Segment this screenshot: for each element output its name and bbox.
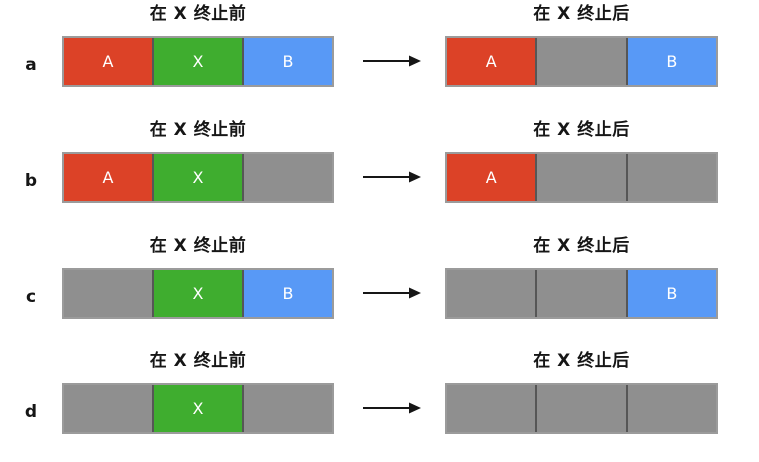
memory-bar-after-b: A — [445, 152, 718, 203]
memory-segment — [447, 385, 536, 432]
memory-segment-label: X — [192, 398, 204, 418]
transition-arrow-icon — [363, 402, 421, 414]
memory-segment — [625, 385, 716, 432]
memory-segment — [535, 270, 626, 317]
panel-title-before-b: 在 X 终止前 — [149, 120, 247, 140]
memory-segment — [242, 154, 332, 201]
memory-segment-label: A — [102, 51, 114, 71]
panel-title-before-a: 在 X 终止前 — [149, 4, 247, 24]
memory-segment — [535, 38, 626, 85]
memory-bar-before-a: A X B — [62, 36, 334, 87]
transition-arrow-icon — [363, 171, 421, 183]
memory-segment — [64, 270, 152, 317]
memory-segment — [535, 154, 626, 201]
panel-title-after-d: 在 X 终止后 — [533, 351, 630, 371]
memory-segment — [447, 270, 536, 317]
diagram-row-c: c 在 X 终止前 在 X 终止后 X B B — [0, 232, 759, 347]
panel-title-before-d: 在 X 终止前 — [149, 351, 247, 371]
panel-title-before-c: 在 X 终止前 — [149, 236, 247, 256]
memory-segment: B — [625, 38, 716, 85]
diagram-row-b: b 在 X 终止前 在 X 终止后 A X A — [0, 116, 759, 231]
memory-segment-label: X — [192, 283, 204, 303]
memory-segment: A — [64, 154, 152, 201]
memory-segment-label: X — [192, 167, 204, 187]
memory-bar-before-c: X B — [62, 268, 334, 319]
memory-segment-label: A — [485, 167, 497, 187]
memory-segment — [625, 154, 716, 201]
memory-bar-before-d: X — [62, 383, 334, 434]
panel-title-after-c: 在 X 终止后 — [533, 236, 630, 256]
diagram-row-a: a 在 X 终止前 在 X 终止后 A X B A B — [0, 0, 759, 115]
memory-segment: A — [447, 38, 536, 85]
memory-bar-after-c: B — [445, 268, 718, 319]
memory-segment — [64, 385, 152, 432]
transition-arrow-icon — [363, 55, 421, 67]
row-label-b: b — [24, 171, 38, 191]
memory-segment: X — [152, 38, 242, 85]
memory-segment: X — [152, 154, 242, 201]
memory-segment-label: A — [485, 51, 497, 71]
memory-segment: A — [64, 38, 152, 85]
memory-segment: A — [447, 154, 536, 201]
memory-bar-before-b: A X — [62, 152, 334, 203]
memory-bar-after-a: A B — [445, 36, 718, 87]
memory-segment — [242, 385, 332, 432]
memory-segment: B — [242, 38, 332, 85]
memory-segment-label: B — [666, 283, 678, 303]
memory-segment-label: A — [102, 167, 114, 187]
memory-segment — [535, 385, 626, 432]
panel-title-after-b: 在 X 终止后 — [533, 120, 630, 140]
memory-bar-after-d — [445, 383, 718, 434]
memory-segment-label: B — [666, 51, 678, 71]
memory-segment: B — [625, 270, 716, 317]
memory-segment-label: B — [282, 283, 294, 303]
memory-segment: X — [152, 270, 242, 317]
row-label-a: a — [25, 55, 37, 75]
memory-segment: X — [152, 385, 242, 432]
row-label-c: c — [25, 287, 37, 307]
row-label-d: d — [24, 402, 38, 422]
transition-arrow-icon — [363, 287, 421, 299]
memory-segment-label: B — [282, 51, 294, 71]
memory-segment-label: X — [192, 51, 204, 71]
diagram-row-d: d 在 X 终止前 在 X 终止后 X — [0, 347, 759, 462]
panel-title-after-a: 在 X 终止后 — [533, 4, 630, 24]
memory-segment: B — [242, 270, 332, 317]
